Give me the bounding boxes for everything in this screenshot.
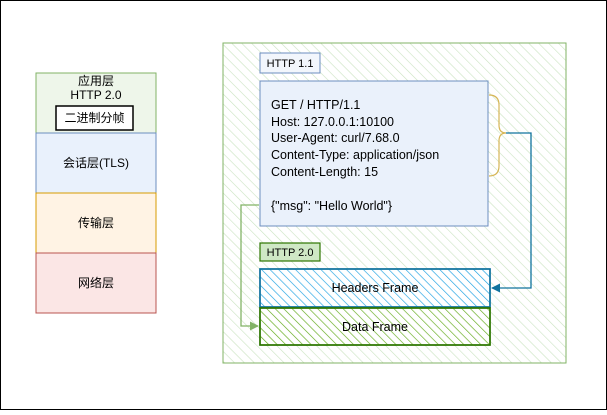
binary-framing-label: 二进制分帧 — [64, 111, 124, 125]
data-frame-hatch — [259, 307, 491, 346]
session-layer-box — [35, 132, 157, 194]
network-layer-label: 网络层 — [78, 275, 114, 290]
header-content-type: Content-Type: application/json — [271, 148, 439, 162]
headers-to-frame-arrow — [491, 132, 532, 293]
header-content-length: Content-Length: 15 — [271, 165, 378, 179]
network-layer-box — [35, 252, 157, 314]
session-layer-label: 会话层(TLS) — [63, 156, 129, 170]
transport-layer-box — [35, 192, 157, 254]
request-body: {"msg": "Hello World"} — [271, 199, 392, 213]
transport-layer-label: 传输层 — [78, 215, 114, 230]
application-protocol-label: HTTP 2.0 — [70, 88, 121, 102]
http11-label: HTTP 1.1 — [267, 58, 314, 70]
headers-frame-hatch — [259, 268, 491, 308]
http11-label-box — [259, 52, 321, 74]
header-host: Host: 127.0.0.1:10100 — [271, 115, 394, 129]
http2-label: HTTP 2.0 — [267, 247, 314, 259]
http11-request-text: GET / HTTP/1.1 Host: 127.0.0.1:10100 Use… — [271, 98, 439, 213]
protocol-stack: 应用层 HTTP 2.0 二进制分帧 会话层(TLS) 传输层 网络层 — [35, 72, 157, 314]
http2-label-box — [259, 242, 321, 262]
data-frame-label: Data Frame — [342, 320, 408, 334]
http11-request-box — [259, 80, 489, 227]
headers-frame-label: Headers Frame — [332, 281, 419, 295]
body-to-frame-arrow — [240, 204, 259, 331]
request-line: GET / HTTP/1.1 — [271, 98, 360, 112]
binary-framing-box — [55, 105, 134, 131]
header-user-agent: User-Agent: curl/7.68.0 — [271, 131, 400, 145]
application-layer-label: 应用层 — [78, 73, 114, 88]
